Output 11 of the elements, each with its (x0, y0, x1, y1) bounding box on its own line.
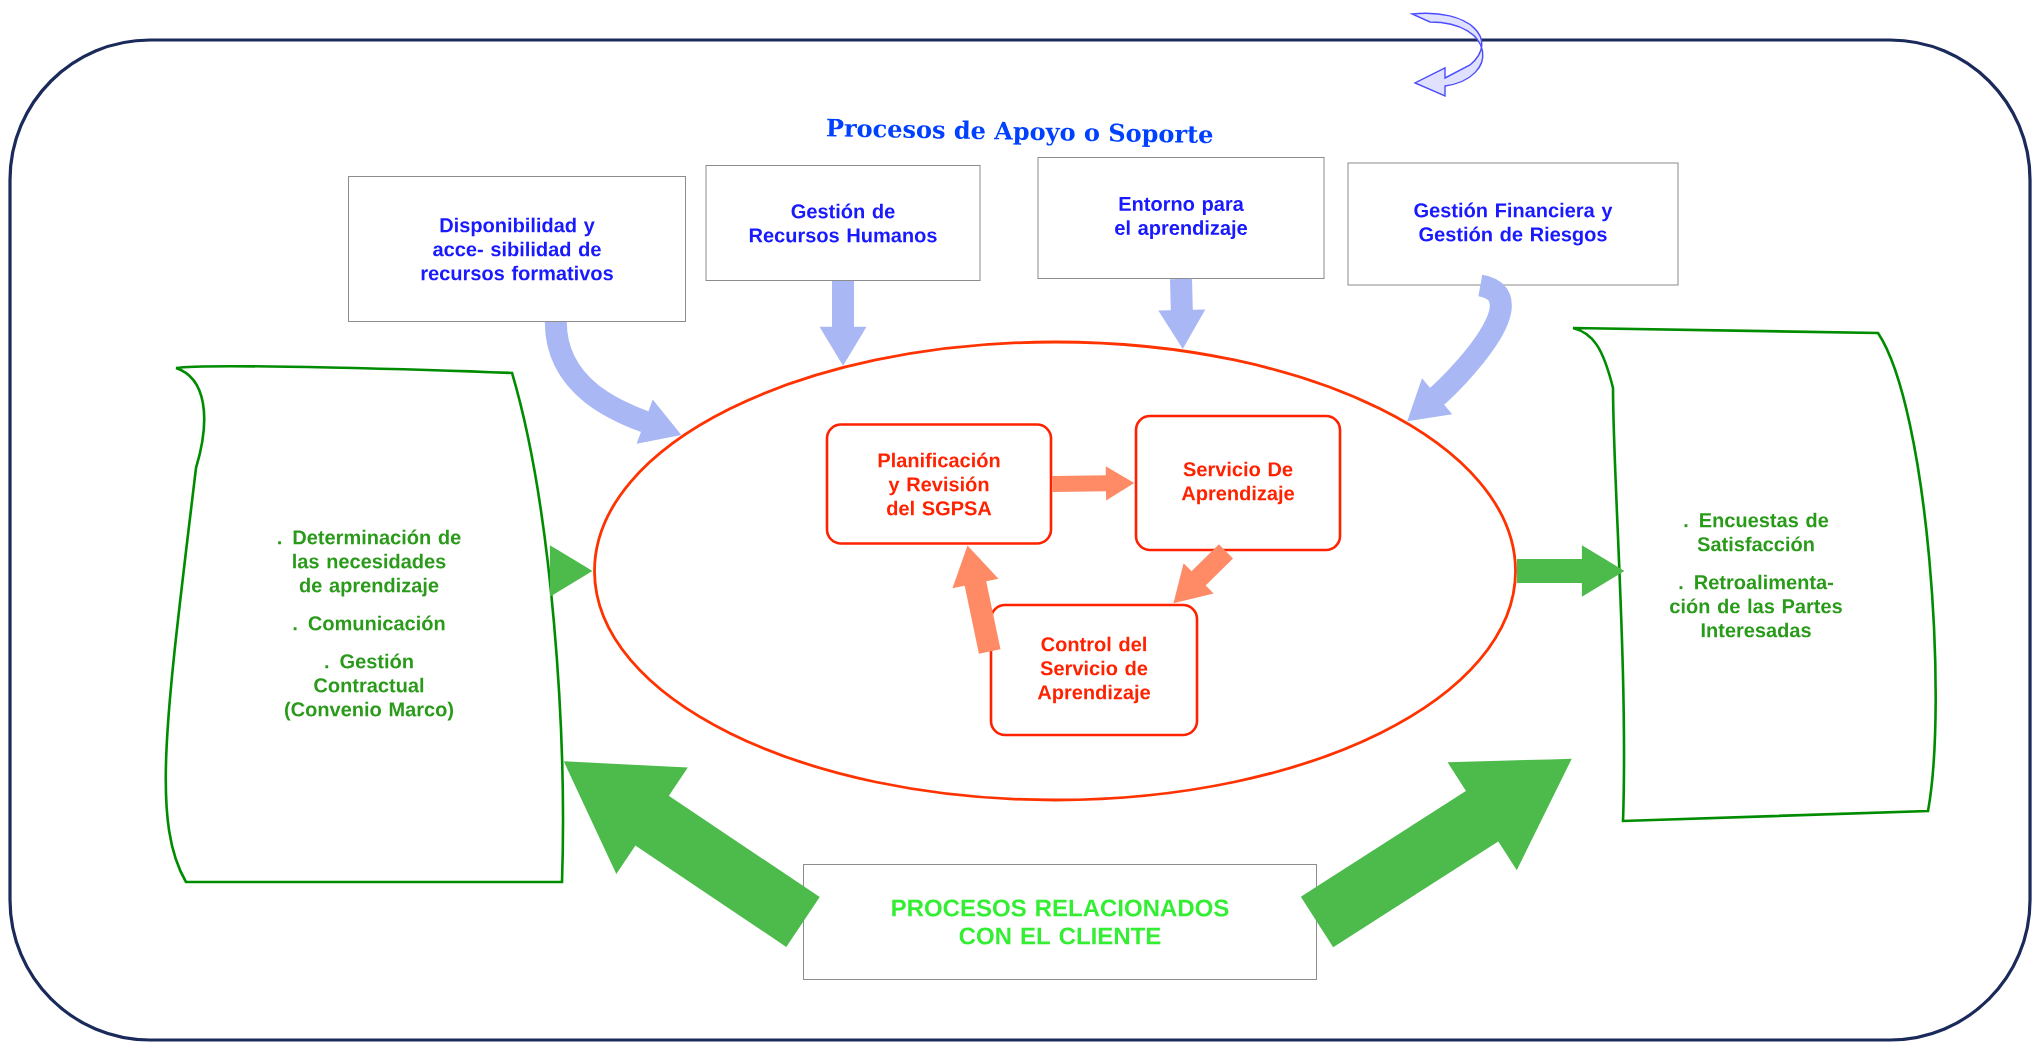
process-box: Control del Servicio de Aprendizaje (989, 603, 1199, 737)
process-box: Disponibilidad y acce- sibilidad de recursos formativos (348, 176, 686, 322)
scroll-shape: . Encuestas de Satisfacción . Retroalimenta- ción de las Partes Interesadas (1571, 326, 1937, 823)
process-box: Gestión de Recursos Humanos (705, 165, 981, 281)
process-ellipse (593, 340, 1517, 802)
process-box: Entorno para el aprendizaje (1037, 157, 1325, 279)
process-box: Servicio De Aprendizaje (1134, 414, 1342, 552)
scroll-shape: . Determinación de las necesidades de aprendizaje . Comunicación . Gestión Contractual (Convenio Marco) (164, 364, 565, 884)
process-box: Planificación y Revisión del SGPSA (825, 423, 1053, 545)
process-box: PROCESOS RELACIONADOS CON EL CLIENTE (803, 864, 1317, 980)
process-box: Gestión Financiera y Gestión de Riesgos (1347, 162, 1679, 286)
